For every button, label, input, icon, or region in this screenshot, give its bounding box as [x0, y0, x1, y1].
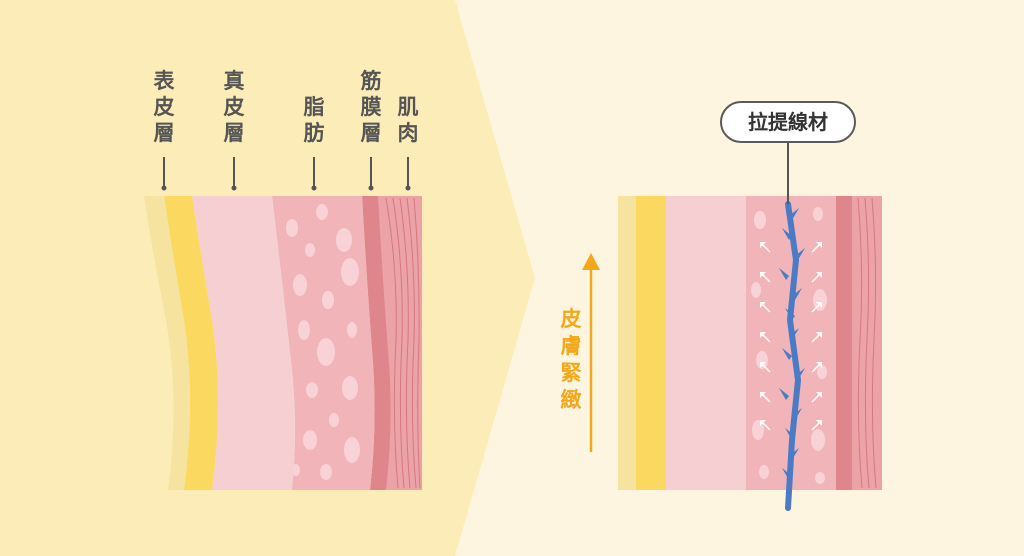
lift-arrow-icon: [811, 392, 822, 403]
arrow-up-icon: [582, 253, 600, 452]
thread-barb: [789, 208, 799, 220]
fat-cells-after: [751, 207, 827, 484]
thread-barb: [782, 348, 792, 360]
thread-barb: [792, 408, 802, 420]
thread-barb: [789, 448, 799, 460]
lift-arrow-icon: [760, 242, 771, 253]
thread-barb: [779, 388, 789, 400]
dermis-layer-after: [666, 196, 746, 490]
thread-barb: [779, 268, 789, 280]
thread-body: [785, 201, 802, 511]
label-connector-dots: [161, 185, 411, 191]
lift-arrow-icon: [760, 420, 771, 431]
thread-barb: [792, 288, 802, 300]
lift-arrow-icon: [760, 272, 771, 283]
skin-tightening-label: 皮膚緊緻: [560, 307, 582, 412]
layer-label-dermis: 真皮層: [223, 69, 245, 145]
thread-barb: [795, 368, 805, 380]
fascia-layer-after: [836, 196, 852, 490]
thread-barb: [785, 308, 795, 320]
epidermis-outer-layer: [144, 196, 190, 490]
lift-arrow-icon: [811, 420, 822, 431]
epidermis-layer: [164, 196, 218, 490]
muscle-fibers-after: [857, 197, 877, 489]
thread-line: [779, 201, 805, 511]
dermis-layer: [192, 196, 295, 490]
lift-arrow-icon: [760, 302, 771, 313]
skin-after: [618, 196, 882, 511]
epidermis-outer-layer-after: [618, 196, 636, 490]
thread-barb: [782, 228, 792, 240]
lift-arrow-icon: [811, 362, 822, 373]
thread-barb: [789, 328, 799, 340]
thread-barb: [785, 428, 795, 440]
fat-cells: [286, 204, 360, 480]
lift-arrow-icon: [760, 332, 771, 343]
lift-arrow-icon: [811, 302, 822, 313]
lift-arrow-icon: [760, 362, 771, 373]
layer-label-fascia: 筋膜層: [360, 69, 382, 145]
skin-before: [144, 196, 422, 490]
lift-arrow-icon: [811, 242, 822, 253]
layer-label-muscle: 肌肉: [397, 95, 419, 145]
lift-arrows-group: [760, 242, 822, 431]
lift-arrow-icon: [811, 272, 822, 283]
thread-label: 拉提線材: [720, 101, 856, 143]
thread-barb: [795, 248, 805, 260]
thread-barb: [782, 468, 792, 480]
layer-label-fat: 脂肪: [303, 95, 325, 145]
epidermis-layer-after: [636, 196, 666, 490]
lift-arrow-icon: [811, 332, 822, 343]
layer-label-epidermis: 表皮層: [153, 69, 175, 145]
label-connectors: [163, 157, 409, 186]
lift-arrow-icon: [760, 392, 771, 403]
muscle-fibers: [385, 197, 421, 489]
fascia-layer: [362, 196, 391, 490]
